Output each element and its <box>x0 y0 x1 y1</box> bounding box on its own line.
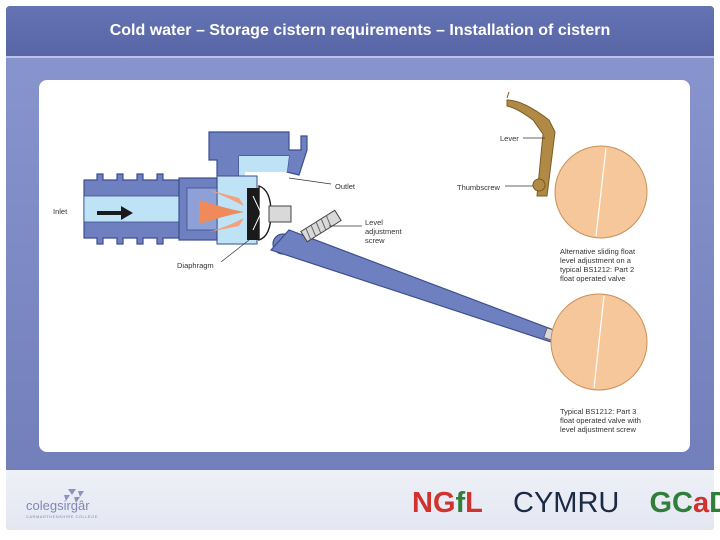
label-level-screw-3: screw <box>365 236 385 245</box>
diagram-panel: Inlet Outlet Diaphragm Level adjustment … <box>39 80 690 452</box>
ngfl-logo: NGfL <box>412 487 483 520</box>
diaphragm <box>247 188 259 240</box>
title-bar <box>6 6 714 58</box>
thumbscrew <box>532 178 546 192</box>
label-typ-1: Typical BS1212: Part 3 <box>560 407 636 416</box>
label-thumbscrew: Thumbscrew <box>457 183 501 192</box>
label-typ-2: float operated valve with <box>560 416 641 425</box>
label-alt-1: Alternative sliding float <box>560 247 636 256</box>
inlet-arrow <box>97 206 133 220</box>
label-alt-2: level adjustment on a <box>560 256 632 265</box>
float-valve-diagram: Inlet Outlet Diaphragm Level adjustment … <box>53 91 648 434</box>
label-inlet: Inlet <box>53 207 68 216</box>
label-alt-4: float operated valve <box>560 274 625 283</box>
outlet-housing <box>208 131 308 179</box>
label-lever: Lever <box>500 134 519 143</box>
gcad-logo: GCaD <box>649 487 720 520</box>
label-level-screw-1: Level <box>365 218 383 227</box>
label-level-screw-2: adjustment <box>365 227 403 236</box>
footer <box>6 470 714 530</box>
inlet-bore <box>83 195 185 223</box>
partner-logos: NGfL CYMRU GCaD <box>412 486 720 522</box>
lever-arm <box>269 229 560 345</box>
water-flow <box>199 200 244 224</box>
college-name: colegsirgâr <box>26 498 90 513</box>
brass-lever <box>506 99 556 197</box>
cymru-logo: CYMRU <box>513 486 620 519</box>
label-alt-3: typical BS1212: Part 2 <box>560 265 634 274</box>
label-typ-3: level adjustment screw <box>560 425 636 434</box>
label-diaphragm: Diaphragm <box>177 261 214 270</box>
piston <box>268 205 292 223</box>
outlet-water <box>239 156 289 190</box>
label-outlet: Outlet <box>335 182 356 191</box>
level-adjustment-screw <box>300 209 342 243</box>
slide-title: Cold water – Storage cistern requirement… <box>109 22 611 39</box>
college-subtitle: CARMARTHENSHIRE COLLEGE <box>26 514 98 519</box>
college-logo-mark <box>64 489 84 503</box>
